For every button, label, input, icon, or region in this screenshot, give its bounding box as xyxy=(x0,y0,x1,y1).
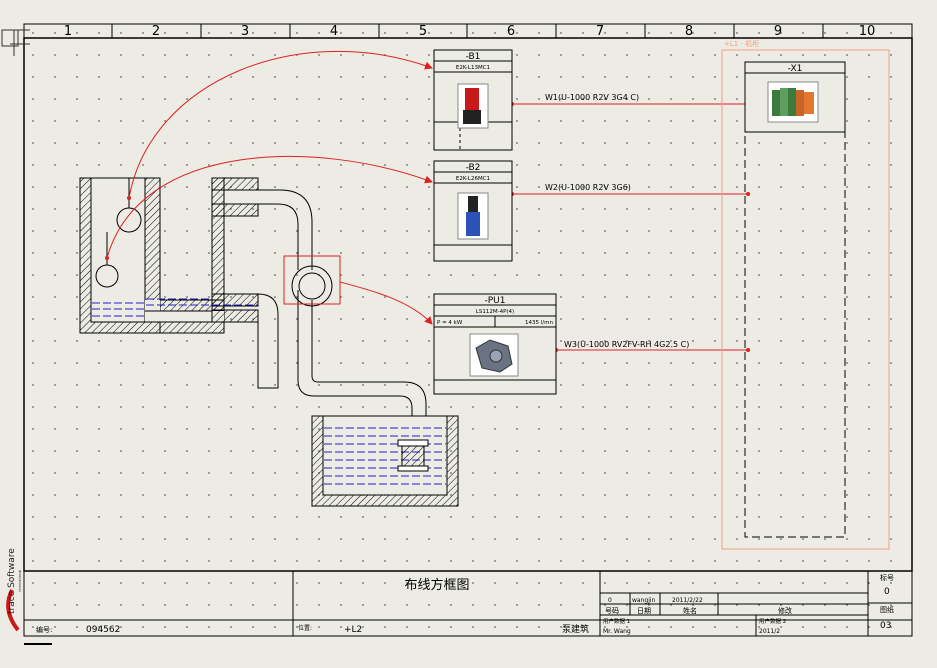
number-label: 编号: xyxy=(36,625,52,634)
cabinet-l1: +L1 - 机柜 xyxy=(721,39,890,550)
column-header: 1 2 3 4 5 6 7 8 9 10 xyxy=(64,24,875,39)
column-number: 6 xyxy=(507,24,515,39)
header-change: 修改 xyxy=(778,606,792,615)
revision-date: 2011/2/22 xyxy=(672,597,703,604)
signal-links xyxy=(105,50,750,352)
device-tag: -PU1 xyxy=(485,296,506,306)
device-part: LS112M-4P(4) xyxy=(476,309,514,315)
project-name: 泵建筑 xyxy=(562,623,589,635)
terminal-x1[interactable]: -X1 xyxy=(744,61,846,538)
column-number: 5 xyxy=(419,24,427,39)
user-data-2-value: 2011/2 xyxy=(759,628,780,635)
sheet-value: 0 xyxy=(884,587,890,597)
trace-software-logo: trace Software international xyxy=(6,548,22,632)
user-data-1-value: Mr. Wang xyxy=(603,628,631,635)
sheet-label: 标号 xyxy=(880,573,894,582)
device-pu1[interactable]: -PU1 LS112M-4P(4) P = 4 kW 1435 l/mn xyxy=(433,293,557,395)
pump-speed: 1435 l/mn xyxy=(525,320,553,326)
title-block xyxy=(24,571,912,636)
logo-subtext: international xyxy=(18,570,22,592)
device-tag: -X1 xyxy=(788,64,803,74)
revision-index: 0 xyxy=(608,597,612,604)
header-date: 日期 xyxy=(637,607,651,615)
cable-label-w3: W3(U-1000 RV2FV-RH 4G2.5 C) xyxy=(564,340,689,349)
pump-power: P = 4 kW xyxy=(437,320,463,326)
column-number: 7 xyxy=(596,24,604,39)
user-data-1-label: 用户数据 1 xyxy=(603,617,630,625)
device-tag: -B1 xyxy=(466,52,481,62)
total-sheets-value: 03 xyxy=(880,621,891,631)
drawing-number: 094562 xyxy=(86,625,120,635)
total-sheets-label: 图纸 xyxy=(880,605,894,614)
location-value: +L2 xyxy=(344,625,362,635)
column-number: 2 xyxy=(152,24,160,39)
header-index: 号码 xyxy=(605,607,619,615)
revision-author: wangjin xyxy=(632,597,656,604)
column-number: 4 xyxy=(330,24,338,39)
drawing-title: 布线方框图 xyxy=(404,577,469,593)
device-part: E2K-L13MC1 xyxy=(456,65,490,71)
column-number: 9 xyxy=(774,24,782,39)
device-tag: -B2 xyxy=(466,163,481,173)
header-name: 姓名 xyxy=(683,606,697,615)
cabinet-label: +L1 - 机柜 xyxy=(724,39,759,48)
device-b1[interactable]: -B1 E2K-L13MC1 xyxy=(433,49,513,151)
column-number: 1 xyxy=(64,24,72,39)
column-number: 8 xyxy=(685,24,693,39)
column-number: 3 xyxy=(241,24,249,39)
column-number: 10 xyxy=(859,24,876,39)
device-b2[interactable]: -B2 E2K-L26MC1 xyxy=(433,160,513,262)
cable-label-w1: W1(U-1000 R2V 3G4 C) xyxy=(545,93,639,102)
cable-label-w2: W2(U-1000 R2V 3G6) xyxy=(545,183,631,192)
sump-tank xyxy=(311,415,459,507)
user-data-2-label: 用户数据 2 xyxy=(759,617,786,625)
logo-text: trace Software xyxy=(7,548,17,614)
location-label: 位置: xyxy=(298,624,312,632)
device-part: E2K-L26MC1 xyxy=(456,176,490,182)
